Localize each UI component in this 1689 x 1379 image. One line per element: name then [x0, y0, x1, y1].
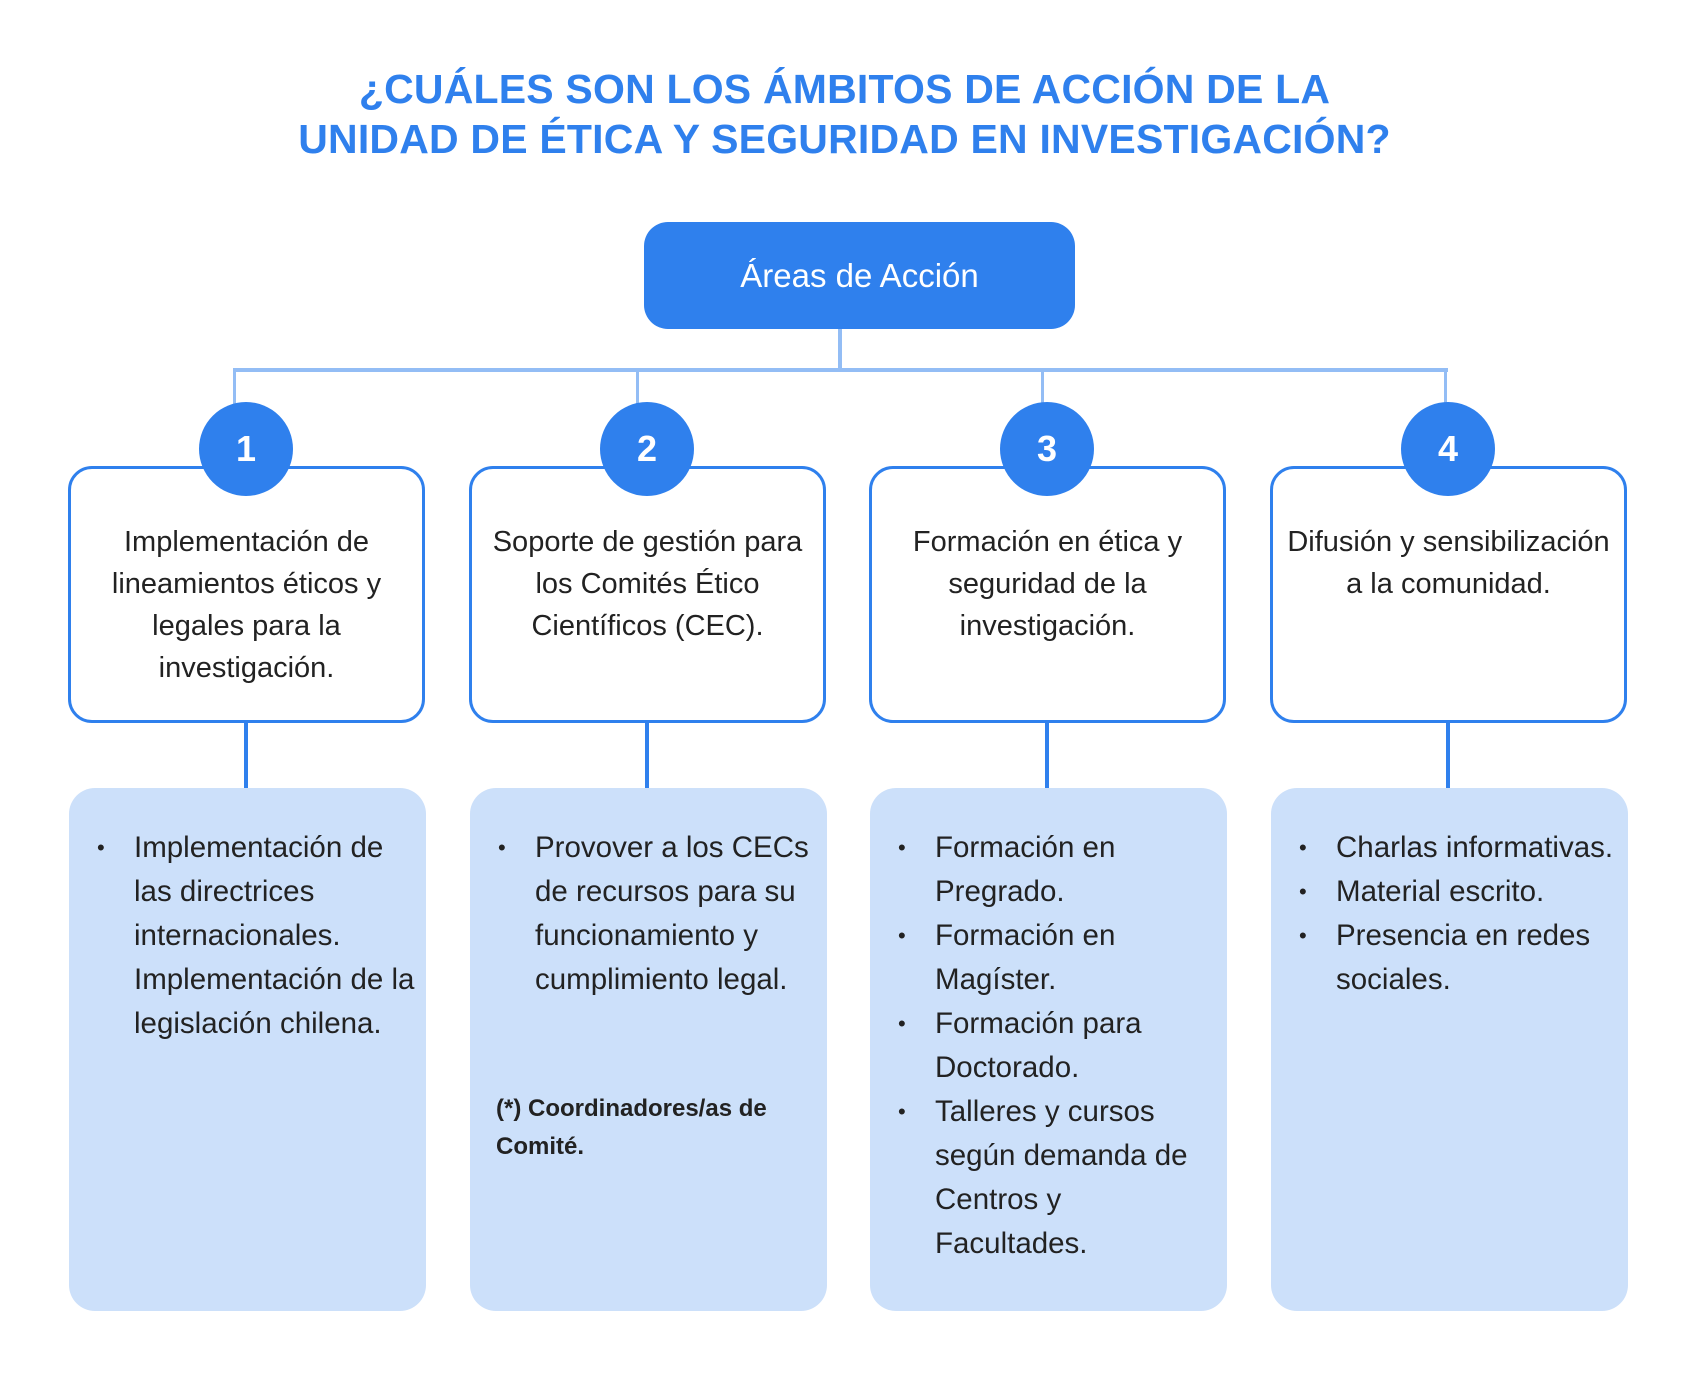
- list-item: • Provover a los CECs de recursos para su…: [470, 826, 827, 1002]
- title-line-1: ¿CUÁLES SON LOS ÁMBITOS DE ACCIÓN DE LA: [358, 66, 1331, 112]
- area-number-badge-1: 1: [199, 402, 293, 496]
- detail-list: • Formación en Pregrado. • Formación en Mag…: [870, 826, 1227, 1266]
- list-item-text: Provover a los CECs de recursos para su …: [535, 831, 809, 996]
- list-item-text: Formación para Doctorado.: [935, 1007, 1142, 1084]
- area-detail-2: • Provover a los CECs de recursos para su…: [470, 788, 827, 1311]
- area-number-badge-4: 4: [1401, 402, 1495, 496]
- connector-drop-4: [1444, 368, 1447, 408]
- page-title: ¿CUÁLES SON LOS ÁMBITOS DE ACCIÓN DE LA …: [0, 64, 1689, 164]
- connector-card-detail-1: [244, 723, 248, 788]
- detail-list: • Charlas informativas. • Material escrito.…: [1271, 826, 1628, 1002]
- list-item: • Implementación de las directrices inter…: [69, 826, 426, 1046]
- area-title: Difusión y sensibilización a la comunida…: [1287, 526, 1610, 600]
- list-item: • Formación para Doctorado.: [870, 1002, 1227, 1090]
- bullet-icon: •: [1299, 879, 1307, 904]
- list-item-text: Presencia en redes sociales.: [1336, 919, 1591, 996]
- area-number-badge-2: 2: [600, 402, 694, 496]
- area-detail-4: • Charlas informativas. • Material escrito.…: [1271, 788, 1628, 1311]
- list-item: • Talleres y cursos según demanda de Cent…: [870, 1090, 1227, 1266]
- connector-card-detail-3: [1045, 723, 1049, 788]
- list-item-text: Charlas informativas.: [1336, 831, 1614, 864]
- area-card-1: Implementación de lineamientos éticos y …: [68, 466, 425, 723]
- list-item: • Material escrito.: [1271, 870, 1628, 914]
- list-item-text: Formación en Magíster.: [935, 919, 1116, 996]
- bullet-icon: •: [898, 923, 906, 948]
- bullet-icon: •: [898, 1099, 906, 1124]
- area-title: Soporte de gestión para los Comités Étic…: [492, 526, 803, 642]
- bullet-icon: •: [1299, 835, 1307, 860]
- list-item: • Formación en Magíster.: [870, 914, 1227, 1002]
- list-item-text: Implementación de las directrices intern…: [134, 831, 415, 1040]
- detail-list: • Provover a los CECs de recursos para su…: [470, 826, 827, 1002]
- area-card-4: Difusión y sensibilización a la comunida…: [1270, 466, 1627, 723]
- area-title: Implementación de lineamientos éticos y …: [111, 526, 382, 684]
- area-card-2: Soporte de gestión para los Comités Étic…: [469, 466, 826, 723]
- bullet-icon: •: [898, 835, 906, 860]
- connector-horizontal: [233, 368, 1448, 372]
- bullet-icon: •: [97, 835, 105, 860]
- root-node: Áreas de Acción: [644, 222, 1075, 329]
- area-number-badge-3: 3: [1000, 402, 1094, 496]
- connector-card-detail-2: [645, 723, 649, 788]
- area-detail-1: • Implementación de las directrices inter…: [69, 788, 426, 1311]
- connector-card-detail-4: [1446, 723, 1450, 788]
- connector-drop-2: [636, 368, 639, 408]
- area-detail-3: • Formación en Pregrado. • Formación en Mag…: [870, 788, 1227, 1311]
- connector-drop-3: [1041, 368, 1044, 408]
- bullet-icon: •: [898, 1011, 906, 1036]
- list-item: • Charlas informativas.: [1271, 826, 1628, 870]
- list-item-text: Formación en Pregrado.: [935, 831, 1116, 908]
- title-line-2: UNIDAD DE ÉTICA Y SEGURIDAD EN INVESTIGA…: [298, 116, 1391, 162]
- bullet-icon: •: [1299, 923, 1307, 948]
- list-item: • Formación en Pregrado.: [870, 826, 1227, 914]
- area-title: Formación en ética y seguridad de la inv…: [912, 526, 1183, 642]
- connector-root-down: [838, 329, 842, 372]
- detail-note: (*) Coordinadores/as de Comité.: [496, 1095, 767, 1160]
- list-item-text: Material escrito.: [1336, 875, 1545, 908]
- connector-drop-1: [233, 368, 236, 408]
- bullet-icon: •: [498, 835, 506, 860]
- list-item: • Presencia en redes sociales.: [1271, 914, 1628, 1002]
- list-item-text: Talleres y cursos según demanda de Centr…: [935, 1095, 1188, 1260]
- detail-list: • Implementación de las directrices inter…: [69, 826, 426, 1046]
- area-card-3: Formación en ética y seguridad de la inv…: [869, 466, 1226, 723]
